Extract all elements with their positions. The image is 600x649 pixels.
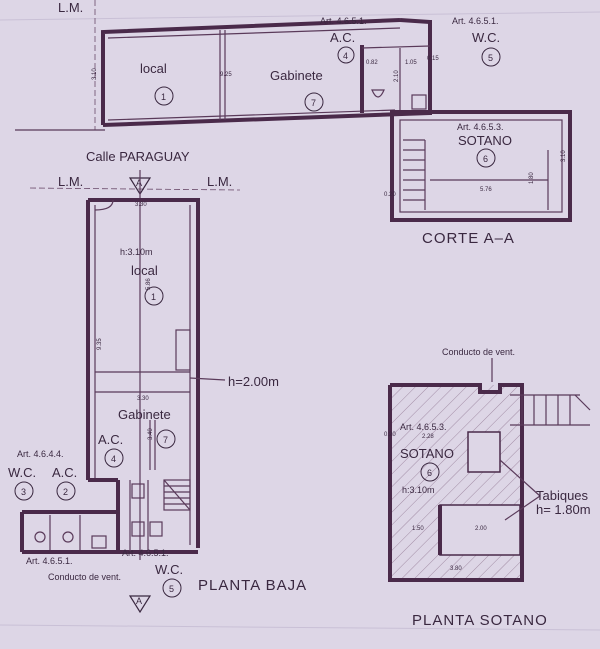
dim-sot-150: 1.50: [412, 526, 424, 532]
art-4644: Art. 4.6.4.4.: [17, 449, 64, 459]
dim-pb-330-top: 3.30: [135, 202, 147, 208]
plan-planta-baja: Calle PARAGUAY L.M. L.M. A: [8, 149, 307, 614]
room-ac-corte-num: 4: [343, 51, 348, 61]
dim-sot-228: 2.28: [422, 434, 434, 440]
dim-pb-340: 3.40: [148, 428, 154, 440]
room-ac-small: A.C.: [52, 465, 77, 480]
art-4653-sotano: Art. 4.6.5.3.: [400, 422, 447, 432]
lm-label-right: L.M.: [207, 174, 232, 189]
dim-corte-925: 9.25: [220, 72, 232, 78]
room-ac-pb-num: 4: [111, 454, 116, 464]
room-local-pb: local: [131, 263, 158, 278]
title-corte: CORTE A–A: [422, 230, 515, 247]
dim-pb-935: 9.35: [97, 338, 103, 350]
dim-pb-330-mid: 3.30: [137, 396, 149, 402]
room-gabinete-pb-num: 7: [163, 435, 168, 445]
dim-corte-310-b: 3.10: [561, 150, 567, 162]
art-4653-corte: Art. 4.6.5.3.: [457, 122, 504, 132]
title-planta-baja: PLANTA BAJA: [198, 577, 307, 594]
art-4651-pb-left: Art. 4.6.5.1.: [26, 556, 73, 566]
room-wc-bottom: W.C.: [155, 562, 183, 577]
art-4651-corte-wc: Art. 4.6.5.1.: [452, 16, 499, 26]
note-tabiques: Tabiques: [536, 488, 589, 503]
room-gabinete-corte: Gabinete: [270, 68, 323, 83]
note-h-gab: h=2.00m: [228, 374, 279, 389]
dim-corte-105: 1.05: [405, 60, 417, 66]
art-4651-corte-ac: Art. 4.6.5.1.: [320, 16, 367, 26]
stair-corte: [403, 139, 426, 210]
stair-planta-baja: [163, 479, 191, 511]
note-tabiques-h: h= 1.80m: [536, 502, 591, 517]
section-corte-a-a: L.M.: [15, 0, 572, 247]
note-conducto-sotano: Conducto de vent.: [442, 347, 515, 357]
note-h-local: h:3.10m: [120, 247, 153, 257]
section-marker-top: A: [136, 178, 142, 188]
room-local-pb-num: 1: [151, 292, 156, 302]
dim-pb-586: 5.86: [146, 278, 152, 290]
room-wc-bottom-num: 5: [169, 584, 174, 594]
room-sotano-corte-num: 6: [483, 154, 488, 164]
note-h-sotano: h:3.10m: [402, 485, 435, 495]
room-sotano-plan-num: 6: [427, 468, 432, 478]
dim-corte-576: 5.76: [480, 187, 492, 193]
room-local-corte: local: [140, 61, 167, 76]
section-marker-bottom: A: [136, 596, 142, 606]
note-conducto-pb: Conducto de vent.: [48, 572, 121, 582]
dim-sot-200: 2.00: [475, 526, 487, 532]
art-4651-pb-right: Art. 4.6.5.1.: [122, 548, 169, 558]
dim-corte-310-a: 3.10: [92, 68, 98, 80]
room-wc-corte-num: 5: [488, 53, 493, 63]
room-local-corte-num: 1: [161, 92, 166, 102]
room-sotano-corte: SOTANO: [458, 133, 512, 148]
room-ac-corte: A.C.: [330, 30, 355, 45]
title-planta-sotano: PLANTA SOTANO: [412, 612, 548, 629]
dim-corte-010: 0.82: [366, 60, 378, 66]
dim-corte-015: 0.15: [427, 56, 439, 62]
room-wc-left: W.C.: [8, 465, 36, 480]
room-ac-pb: A.C.: [98, 432, 123, 447]
plan-planta-sotano: Conducto de vent. Art. 4.6.5.3. 2.28 SOT…: [384, 347, 591, 629]
dim-corte-210: 2.10: [394, 70, 400, 82]
dim-corte-020: 0.20: [384, 192, 396, 198]
lm-label-left: L.M.: [58, 174, 83, 189]
street-label: Calle PARAGUAY: [86, 149, 190, 164]
room-sotano-plan: SOTANO: [400, 446, 454, 461]
dim-sot-020: 0.20: [384, 432, 396, 438]
room-wc-left-num: 3: [21, 487, 26, 497]
room-ac-small-num: 2: [63, 487, 68, 497]
room-gabinete-corte-num: 7: [311, 98, 316, 108]
lm-label-top: L.M.: [58, 0, 83, 15]
dim-sot-380: 3.80: [450, 566, 462, 572]
room-wc-corte: W.C.: [472, 30, 500, 45]
stair-sotano: [510, 394, 591, 426]
dim-corte-180: 1.80: [529, 172, 535, 184]
room-gabinete-pb: Gabinete: [118, 407, 171, 422]
